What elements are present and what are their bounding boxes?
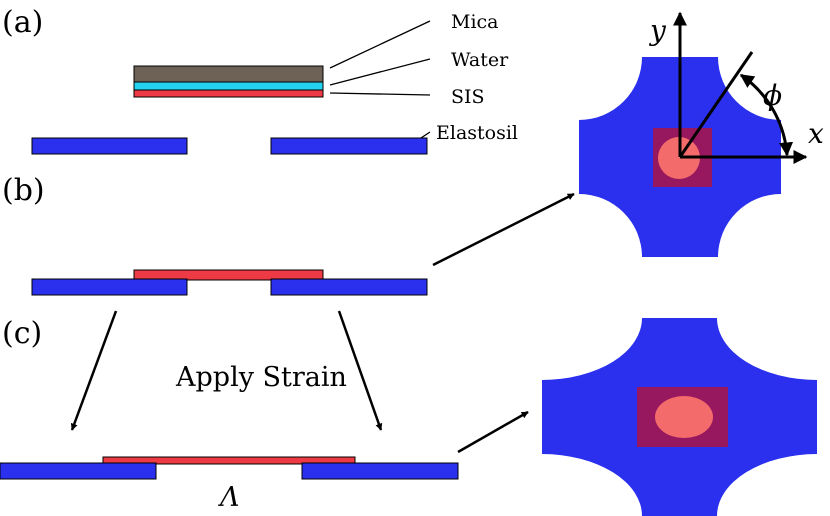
elastosil-strip-right-b	[270, 278, 428, 296]
mica-layer	[133, 65, 324, 83]
panel-label-c: (c)	[2, 316, 42, 351]
swelling-spot-strained	[655, 396, 713, 438]
mica-leader	[329, 20, 431, 69]
layer-stack	[133, 65, 324, 98]
elastosil-strip-left-a	[31, 137, 188, 155]
elastosil-strip-left-b	[31, 278, 188, 296]
sis-label: SIS	[451, 86, 485, 108]
y-axis-label: y	[648, 14, 667, 47]
phi-direction-line	[678, 51, 754, 158]
lambda-label: Λ	[217, 482, 240, 513]
strain-arrow-right	[337, 310, 383, 431]
sis-layer	[133, 89, 324, 98]
leader-lines	[329, 20, 431, 141]
sis-leader	[329, 92, 431, 96]
water-label: Water	[451, 49, 509, 71]
elastosil-label: Elastosil	[436, 122, 518, 144]
elastosil-strip-right-c	[301, 462, 459, 480]
arrow-to-strained-view	[457, 410, 529, 454]
x-axis-label: x	[808, 117, 824, 150]
panel-label-a: (a)	[2, 5, 43, 40]
sis-film-b	[133, 269, 324, 281]
mica-label: Mica	[451, 11, 499, 33]
apply-strain-label: Apply Strain	[175, 362, 347, 393]
coordinate-axes	[673, 11, 808, 164]
water-layer	[133, 81, 324, 91]
phi-angle-arc	[739, 73, 794, 157]
phi-label: ϕ	[763, 79, 782, 112]
elastosil-strip-left-c	[0, 462, 157, 480]
strained-top-view	[542, 318, 817, 516]
water-leader	[329, 58, 431, 86]
sis-film-c	[102, 456, 356, 465]
panel-label-b: (b)	[2, 173, 45, 208]
swelling-spot-unstrained	[658, 137, 700, 179]
elastosil-strip-right-a	[270, 137, 428, 155]
arrow-to-top-view	[432, 192, 575, 267]
strain-arrow-left	[70, 310, 118, 431]
